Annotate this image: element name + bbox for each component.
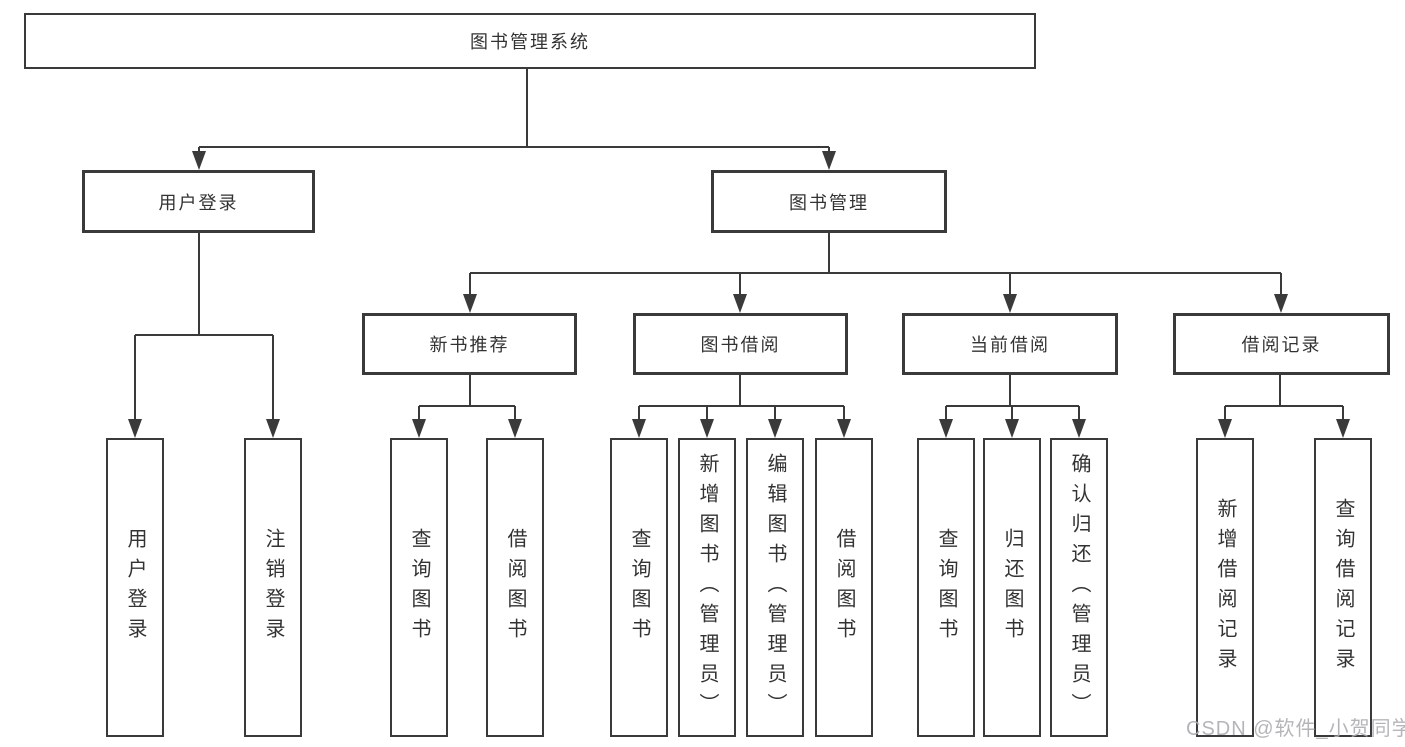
watermark-csdn: CSDN @软件_小贺同学 [1186, 718, 1405, 740]
arrowheads [128, 151, 1350, 438]
node-borrowing-records: 借阅记录 [1173, 313, 1390, 375]
leaf-query-borrow-record: 查询借阅记录 [1314, 438, 1372, 737]
leaf-add-borrow-record: 新增借阅记录 [1196, 438, 1254, 737]
leaf-logout: 注销登录 [244, 438, 302, 737]
node-book-management: 图书管理 [711, 170, 947, 233]
leaf-query-book-recommend: 查询图书 [390, 438, 448, 737]
leaf-query-book-borrow: 查询图书 [610, 438, 668, 737]
node-new-book-recommendation: 新书推荐 [362, 313, 577, 375]
node-user-login: 用户登录 [82, 170, 315, 233]
leaf-return-book: 归还图书 [983, 438, 1041, 737]
leaf-user-login: 用户登录 [106, 438, 164, 737]
node-current-borrowing: 当前借阅 [902, 313, 1118, 375]
node-library-management-system: 图书管理系统 [24, 13, 1036, 69]
connector-path [134, 69, 1344, 421]
node-book-borrowing: 图书借阅 [633, 313, 848, 375]
leaf-add-book-admin: 新增图书（管理员） [678, 438, 736, 737]
leaf-borrow-book-recommend: 借阅图书 [486, 438, 544, 737]
leaf-query-book-current: 查询图书 [917, 438, 975, 737]
leaf-confirm-return-admin: 确认归还（管理员） [1050, 438, 1108, 737]
leaf-borrow-book: 借阅图书 [815, 438, 873, 737]
leaf-edit-book-admin: 编辑图书（管理员） [746, 438, 804, 737]
